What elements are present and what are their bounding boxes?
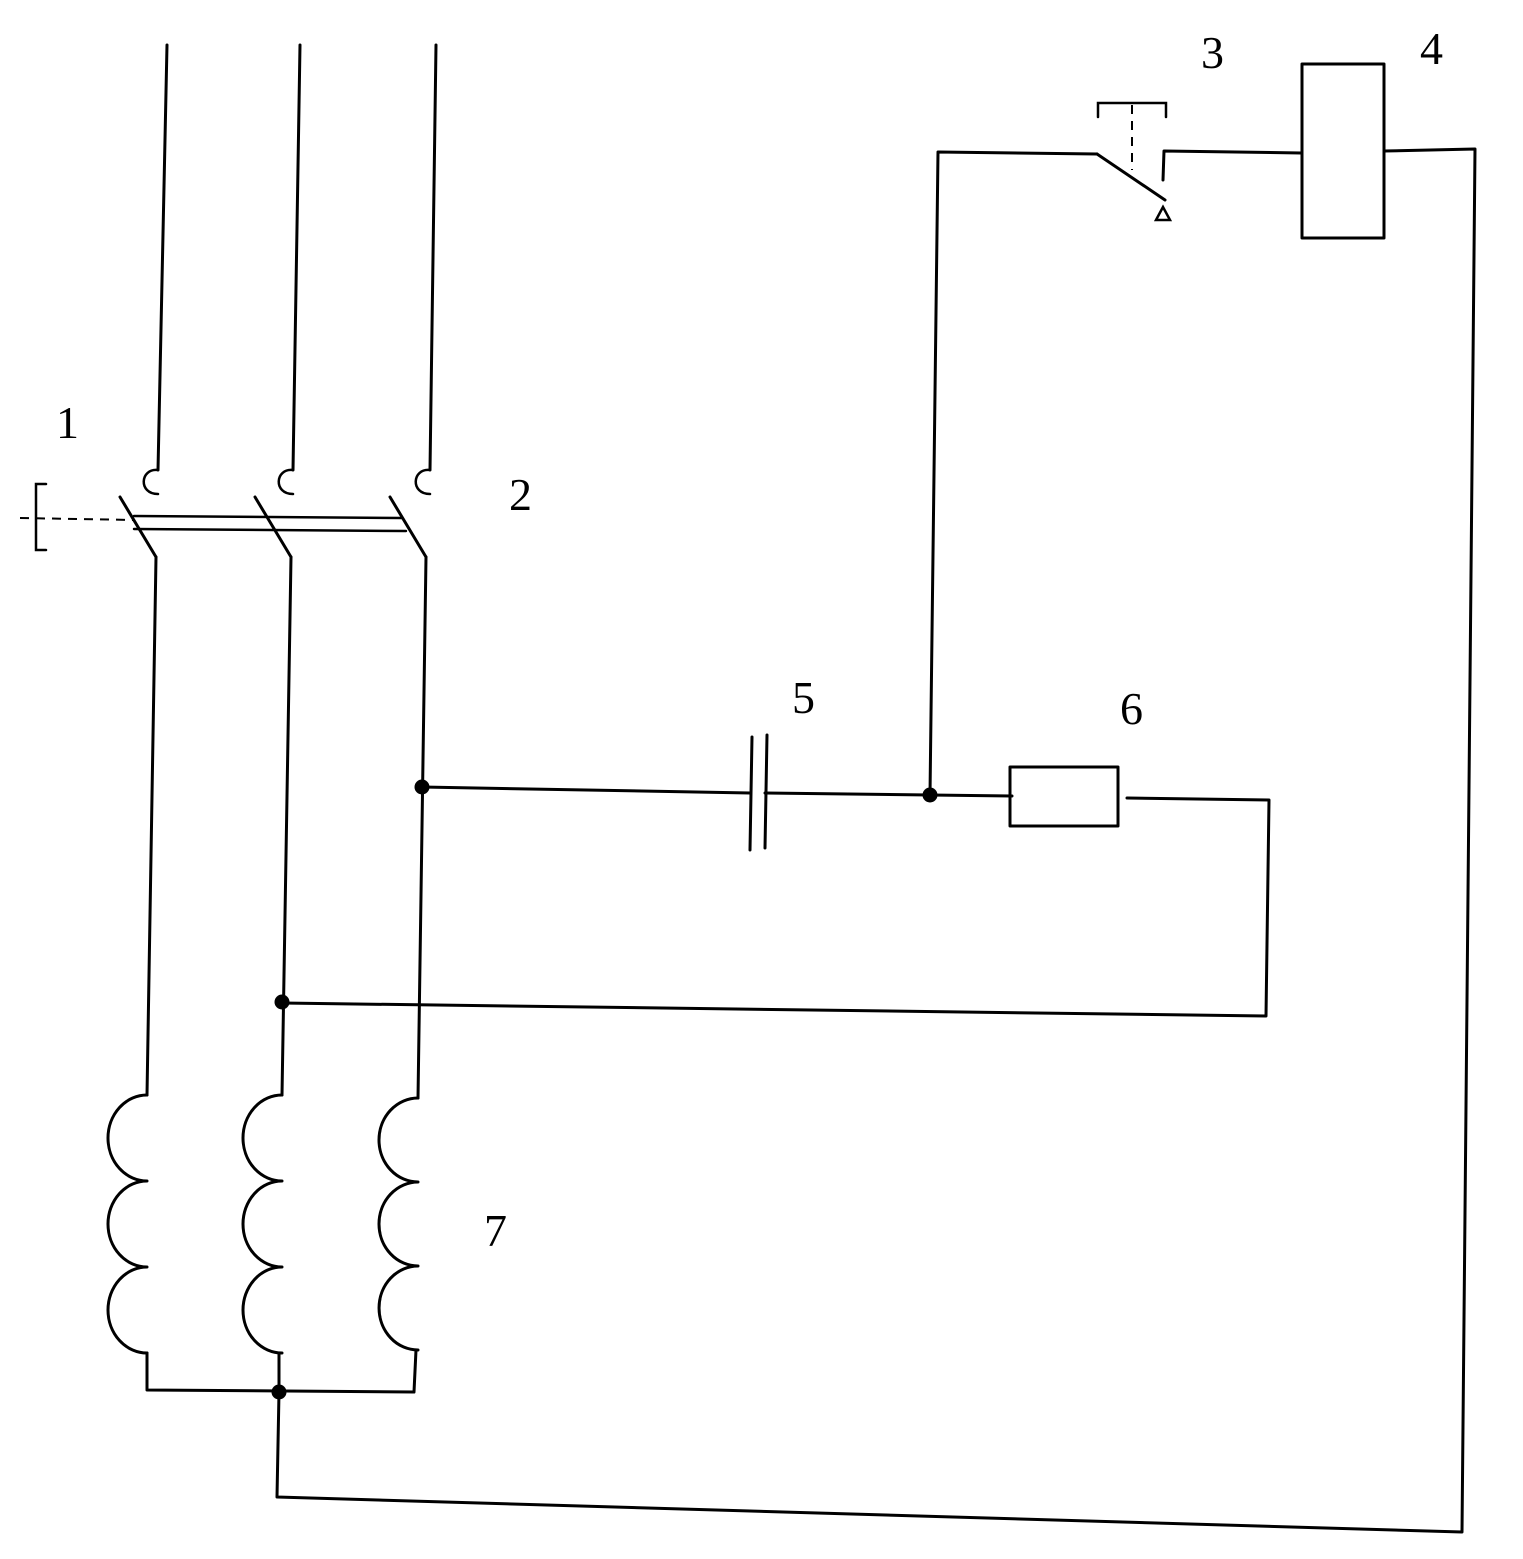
junction-capacitor (415, 780, 430, 795)
phase-conductors (147, 557, 426, 1098)
windings (108, 1095, 418, 1392)
breaker-hook-1 (144, 470, 158, 494)
breaker-blade-1 (120, 497, 156, 557)
breaker-blade-2 (255, 497, 291, 557)
label-6: 6 (1120, 683, 1143, 734)
resistor-return-wire (282, 798, 1269, 1016)
breaker-hook-2 (279, 470, 293, 494)
phase-conductor-3 (418, 557, 426, 1098)
label-3: 3 (1201, 27, 1224, 78)
resistor (1010, 767, 1118, 826)
supply-line-1 (158, 45, 167, 470)
push-button-terminal (1156, 207, 1170, 220)
capacitor-plate-right (765, 735, 767, 848)
supply-line-3 (430, 45, 436, 470)
capacitor-lead-right (765, 793, 1012, 796)
breaker-hook-3 (416, 470, 430, 494)
label-5: 5 (792, 672, 815, 723)
junctions (272, 780, 938, 1400)
capacitor-plate-left (750, 737, 752, 850)
junction-phase-2 (275, 995, 290, 1010)
control-circuit (277, 64, 1475, 1532)
supply-lines (158, 45, 436, 470)
control-wire-to-relay (1163, 151, 1301, 180)
label-7: 7 (484, 1205, 507, 1256)
resistor-branch (282, 767, 1269, 1016)
supply-line-2 (293, 45, 300, 470)
winding-3 (379, 1098, 418, 1350)
relay-coil-box (1302, 64, 1384, 238)
breaker-actuator-bracket (36, 484, 46, 550)
breaker-blade-3 (390, 497, 426, 557)
phase-conductor-1 (147, 557, 156, 1095)
reference-labels: 1 2 3 4 5 6 7 (56, 23, 1443, 1256)
breaker-linkage-lower (134, 529, 406, 531)
control-wire-left (930, 152, 1097, 795)
phase-conductor-2 (282, 557, 291, 1095)
winding-1 (108, 1095, 147, 1353)
label-2: 2 (509, 469, 532, 520)
winding-2 (243, 1095, 282, 1353)
control-return-wire (277, 149, 1475, 1532)
label-1: 1 (56, 397, 79, 448)
junction-star-point (272, 1385, 287, 1400)
capacitor-lead-left (422, 787, 750, 793)
label-4: 4 (1420, 23, 1443, 74)
junction-resistor-control (923, 788, 938, 803)
breaker-linkage-upper (134, 516, 402, 518)
circuit-breaker (20, 470, 430, 557)
